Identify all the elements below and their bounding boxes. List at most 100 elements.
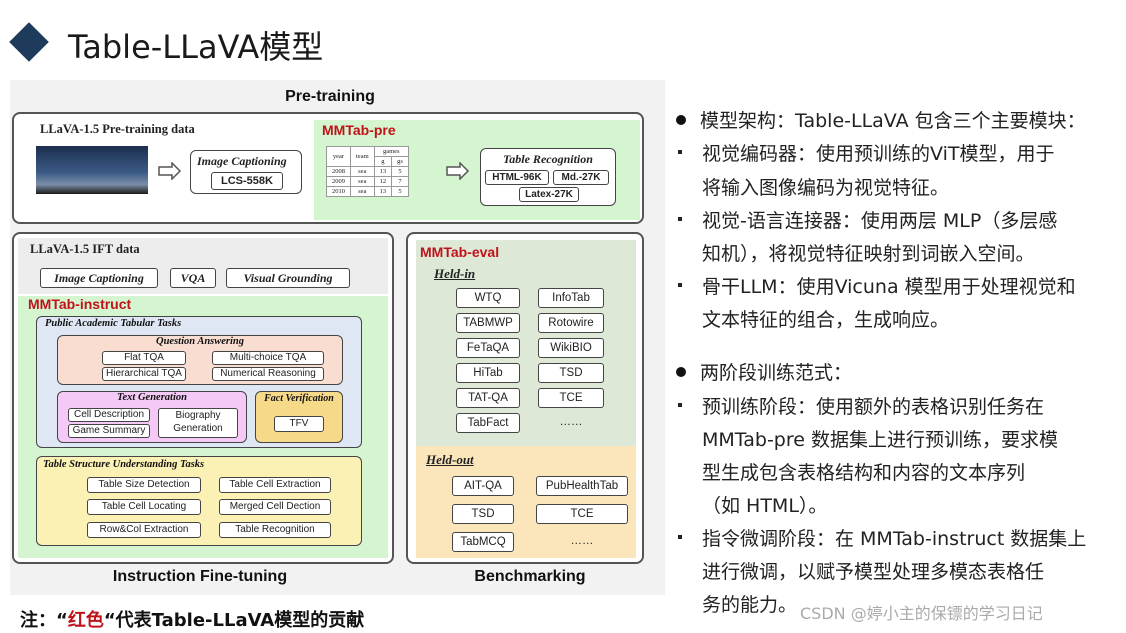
- held-out-chip: AIT-QA: [452, 476, 514, 496]
- image-captioning-box: Image Captioning LCS-558K: [190, 150, 302, 194]
- bullet-square-icon: [678, 149, 682, 154]
- bullet-vision-encoder: 视觉编码器：使用预训练的ViT模型，用于: [676, 138, 1054, 170]
- tg-chip-line: Biography: [175, 410, 221, 421]
- mini-table-cell: sea: [350, 176, 375, 187]
- ift-task-vqa: VQA: [170, 268, 216, 288]
- mini-table-cell: g: [373, 156, 393, 167]
- table-structure-box: Table Structure Understanding Tasks Tabl…: [36, 456, 362, 546]
- arrow-icon: [158, 162, 182, 180]
- bullet-architecture: 模型架构：Table-LLaVA 包含三个主要模块：: [676, 105, 1086, 137]
- held-out-chip: PubHealthTab: [536, 476, 628, 496]
- bullet-finetune-stage: 指令微调阶段：在 MMTab-instruct 数据集上: [676, 523, 1086, 555]
- bullet-text: 两阶段训练范式：: [700, 362, 853, 384]
- held-in-chip: TSD: [538, 363, 604, 383]
- mini-table-cell: 13: [373, 186, 393, 197]
- md-chip: Md.-27K: [553, 170, 609, 185]
- held-in-chip: WTQ: [456, 288, 520, 308]
- biography-generation-chip: Biography Generation: [158, 408, 238, 438]
- table-recognition-label: Table Recognition: [503, 152, 593, 166]
- mini-table-cell: 2009: [326, 176, 351, 187]
- held-in-chip: WikiBIO: [538, 338, 604, 358]
- tsu-chip: Table Cell Locating: [87, 499, 201, 515]
- table-structure-label: Table Structure Understanding Tasks: [43, 459, 205, 470]
- public-academic-box: Public Academic Tabular Tasks Question A…: [36, 316, 362, 448]
- bullet-text: 视觉-语言连接器：使用两层 MLP（多层感: [702, 210, 1058, 232]
- contribution-note: 注：“红色“代表Table-LLaVA模型的贡献: [20, 606, 364, 632]
- bullet-dot-icon: [676, 114, 686, 125]
- pretraining-panel: LLaVA-1.5 Pre-training data Image Captio…: [12, 112, 644, 224]
- mmtab-instruct-region: MMTab-instruct Public Academic Tabular T…: [18, 296, 388, 558]
- qa-chip: Numerical Reasoning: [212, 367, 324, 381]
- bullet-square-icon: [678, 282, 682, 287]
- held-in-chip: FeTaQA: [456, 338, 520, 358]
- bullet-pretrain-cont: 型生成包含表格结构和内容的文本序列: [702, 462, 1026, 484]
- llava-pretraining-label: LLaVA-1.5 Pre-training data: [40, 122, 195, 136]
- llava-ift-region: LLaVA-1.5 IFT data Image Captioning VQA …: [18, 238, 388, 294]
- mini-table-cell: sea: [350, 166, 375, 177]
- mini-table-cell: 5: [391, 186, 409, 197]
- tfv-chip: TFV: [274, 416, 324, 432]
- bullet-text: 视觉编码器：使用预训练的ViT模型，用于: [702, 143, 1055, 165]
- note-red-word: 红色: [67, 610, 104, 631]
- held-out-chip: TCE: [536, 504, 628, 524]
- bullet-text: 指令微调阶段：在 MMTab-instruct 数据集上: [702, 528, 1087, 550]
- image-captioning-label: Image Captioning: [197, 154, 287, 168]
- held-in-label: Held-in: [434, 266, 476, 281]
- qa-chip: Flat TQA: [102, 351, 186, 365]
- bullet-finetune-cont: 进行微调，以赋予模型处理多模态表格任: [702, 561, 1045, 583]
- ift-panel: LLaVA-1.5 IFT data Image Captioning VQA …: [12, 232, 394, 564]
- mini-table-cell: team: [350, 146, 375, 167]
- bullet-finetune-cont: 务的能力。: [702, 594, 798, 616]
- held-out-chip: TabMCQ: [452, 532, 514, 552]
- tsu-chip: Table Recognition: [219, 522, 331, 538]
- html-chip: HTML-96K: [485, 170, 549, 185]
- table-recognition-box: Table Recognition HTML-96K Md.-27K Latex…: [480, 148, 616, 206]
- tsu-chip: Table Cell Extraction: [219, 477, 331, 493]
- bullet-text: 骨干LLM：使用Vicuna 模型用于处理视觉和: [702, 276, 1076, 298]
- mini-table-cell: gs: [391, 156, 409, 167]
- bullet-square-icon: [678, 534, 682, 539]
- ift-footer: Instruction Fine-tuning: [112, 568, 288, 585]
- held-in-chip: TabFact: [456, 413, 520, 433]
- held-in-chip: TABMWP: [456, 313, 520, 333]
- tg-chip: Game Summary: [68, 424, 150, 438]
- fact-verification-box: Fact Verification TFV: [255, 391, 343, 443]
- latex-chip: Latex-27K: [519, 187, 579, 202]
- held-in-chip: InfoTab: [538, 288, 604, 308]
- tsu-chip: Row&Col Extraction: [87, 522, 201, 538]
- qa-label: Question Answering: [155, 336, 244, 347]
- bullet-square-icon: [678, 402, 682, 407]
- bullet-dot-icon: [676, 366, 686, 377]
- bullet-pretrain-cont: MMTab-pre 数据集上进行预训练，要求模: [702, 429, 1058, 451]
- text-generation-box: Text Generation Cell Description Game Su…: [57, 391, 247, 443]
- public-academic-label: Public Academic Tabular Tasks: [45, 318, 182, 329]
- bench-footer: Benchmarking: [474, 568, 586, 585]
- held-in-chip: HiTab: [456, 363, 520, 383]
- fact-verification-label: Fact Verification: [264, 393, 334, 404]
- title-diamond-icon: [9, 22, 49, 62]
- bullet-pretrain-stage: 预训练阶段：使用额外的表格识别任务在: [676, 391, 1044, 423]
- mini-table-cell: 12: [373, 176, 393, 187]
- mini-table-cell: 5: [391, 166, 409, 177]
- tsu-chip: Merged Cell Dection: [219, 499, 331, 515]
- held-in-chip: ……: [559, 416, 583, 428]
- note-prefix: 注：“: [20, 610, 68, 631]
- mini-table-cell: year: [326, 146, 351, 167]
- held-out-chip: TSD: [452, 504, 514, 524]
- bullet-text: 预训练阶段：使用额外的表格识别任务在: [702, 396, 1045, 418]
- bullet-llm: 骨干LLM：使用Vicuna 模型用于处理视觉和: [676, 271, 1076, 303]
- tsu-chip: Table Size Detection: [87, 477, 201, 493]
- bullet-pretrain-cont: （如 HTML）。: [702, 495, 828, 517]
- qa-chip: Multi-choice TQA: [212, 351, 324, 365]
- bullet-square-icon: [678, 216, 682, 221]
- sample-image: [36, 146, 148, 194]
- note-suffix: “代表Table-LLaVA模型的贡献: [103, 610, 365, 631]
- held-in-chip: TCE: [538, 388, 604, 408]
